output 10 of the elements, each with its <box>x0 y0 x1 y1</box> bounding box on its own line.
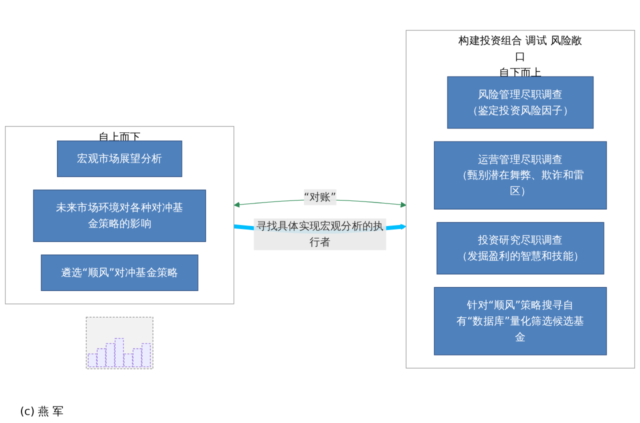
node-box: 投资研究尽职调查 （发掘盈利的智慧和技能） <box>436 222 604 275</box>
node-box: 宏观市场展望分析 <box>56 141 182 178</box>
edge-label: 寻找具体实现宏观分析的执行者 <box>256 220 384 249</box>
node-box: 风险管理尽职调查 （鉴定投资风险因子） <box>447 76 594 130</box>
node-box: 运营管理尽职调查 （甄别潜在舞弊、欺诈和雷区） <box>434 142 607 210</box>
edge-label: “对账” <box>304 191 336 204</box>
node-box: 遴选“顺风”对冲基金策略 <box>40 254 198 292</box>
node-box: 针对“顺风”策略搜寻自有“数据库”量化筛选候选基金 <box>434 287 607 356</box>
copyright-note: (c) 燕 军 <box>20 405 64 418</box>
node-box: 未来市场环境对各种对冲基金策略的影响 <box>33 190 206 242</box>
